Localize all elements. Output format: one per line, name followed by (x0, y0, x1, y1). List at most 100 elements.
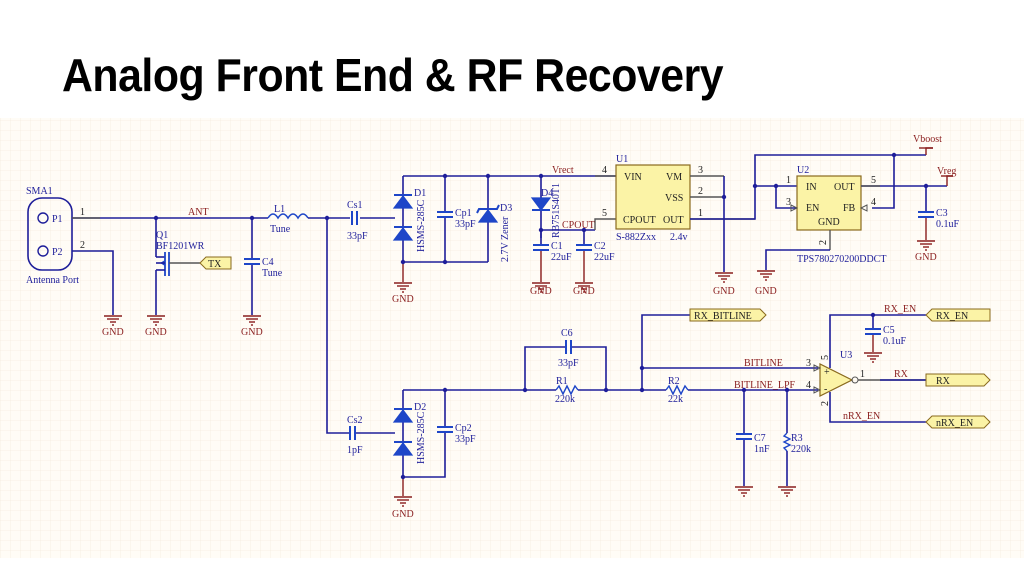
u1-value: 2.4v (670, 232, 688, 243)
c7-value: 1nF (754, 444, 770, 455)
rx-bitline-port[interactable]: RX_BITLINE (689, 308, 767, 322)
c4-ref: C4 (262, 257, 274, 268)
c1-value: 22uF (551, 252, 572, 263)
gnd-label: GND (102, 327, 124, 338)
nrx-en-port[interactable]: nRX_EN (925, 415, 991, 429)
u1-pin-vm: VM (666, 172, 682, 183)
r1-ref: R1 (556, 376, 568, 387)
c5-ref: C5 (883, 325, 895, 336)
u3-comparator: + - 3 4 1 U3 5 2 (806, 314, 926, 423)
r1-value: 220k (555, 394, 575, 405)
d4-ref: D4 (541, 188, 553, 199)
u2-pin4-num: 4 (871, 197, 876, 208)
u2-pin-in: IN (806, 182, 817, 193)
cs2-capacitor: Cs2 1pF (326, 218, 395, 456)
cp2-value: 33pF (455, 434, 476, 445)
gnd-label: GND (392, 294, 414, 305)
gnd-label: GND (573, 286, 595, 297)
u3-pin3-num: 3 (806, 358, 811, 369)
q1-transistor: GND Q1 BF1201WR (145, 218, 205, 338)
tx-port-label: TX (208, 259, 222, 270)
sma1-ref: SMA1 (26, 186, 53, 197)
sma1-caption: Antenna Port (26, 275, 79, 286)
cpout-net-label: CPOUT (562, 220, 595, 231)
q1-ref: Q1 (156, 230, 168, 241)
d2-ref: D2 (414, 402, 426, 413)
u1-pin2-num: 2 (698, 186, 703, 197)
u1-pin3-num: 3 (698, 165, 703, 176)
sma1-p2: P2 (52, 247, 63, 258)
cp2-capacitor: Cp2 33pF (400, 387, 642, 480)
l1-ref: L1 (274, 204, 285, 215)
cp1-capacitor: Cp1 33pF (437, 176, 476, 262)
u1-pin-vss: VSS (665, 193, 683, 204)
c6-value: 33pF (558, 358, 579, 369)
u3-pin1-num: 1 (860, 369, 865, 380)
d3-ref: D3 (500, 203, 512, 214)
d1-value: HSMS-285C (416, 199, 427, 252)
u2-pin-en: EN (806, 203, 819, 214)
d2-diode: GND D2 HSMS-285C (392, 390, 427, 520)
cs2-value: 1pF (347, 445, 363, 456)
c4-value: Tune (262, 268, 283, 279)
u1-pin-cpout: CPOUT (623, 215, 656, 226)
gnd-label: GND (392, 509, 414, 520)
sma1-connector: SMA1 P1 P2 Antenna Port 1 2 (26, 186, 85, 286)
u1-pin-out: OUT (663, 215, 684, 226)
u3-plus: + (824, 367, 830, 378)
cp2-ref: Cp2 (455, 423, 472, 434)
u1-pin5-num: 5 (602, 208, 607, 219)
u3-minus: - (824, 384, 827, 395)
rx-en-net-label: RX_EN (884, 304, 916, 315)
rx-bitline-port-label: RX_BITLINE (694, 311, 752, 322)
d3-value: 2.7V Zener (500, 216, 511, 262)
c3-ref: C3 (936, 208, 948, 219)
u2-pin-gnd: GND (818, 217, 840, 228)
d1-ref: D1 (414, 188, 426, 199)
gnd-label: GND (915, 252, 937, 263)
u2-pin5-num: 5 (871, 175, 876, 186)
r2-resistor: R2 22k BITLINE_LPF (642, 376, 818, 405)
u3-pin4-num: 4 (806, 380, 811, 391)
cs1-value: 33pF (347, 231, 368, 242)
u1-chip: U1 VIN VM VSS CPOUT OUT S-882Zxx 2.4v 3 … (595, 154, 755, 297)
c5-value: 0.1uF (883, 336, 907, 347)
ant-net-label: ANT (188, 207, 209, 218)
u1-pin1-num: 1 (698, 208, 703, 219)
u3-pin5-num: 5 (820, 355, 831, 360)
c2-ref: C2 (594, 241, 606, 252)
tx-port[interactable]: TX (199, 256, 232, 270)
rx-port[interactable]: RX (925, 373, 991, 387)
rx-en-port-label: RX_EN (936, 311, 968, 322)
d4-diode: D4 RB751S40T1 (530, 176, 562, 238)
c7-ref: C7 (754, 433, 766, 444)
u3-pin2-num: 2 (820, 401, 831, 406)
c6-ref: C6 (561, 328, 573, 339)
c3-value: 0.1uF (936, 219, 960, 230)
c1-capacitor: GND C1 22uF (530, 230, 572, 297)
u2-part: TPS780270200DDCT (797, 254, 886, 265)
rx-bitline-net: BITLINE (639, 314, 818, 393)
c4-capacitor: GND C4 Tune (241, 218, 283, 338)
c2-value: 22uF (594, 252, 615, 263)
d2-value: HSMS-285C (416, 411, 427, 464)
r1-resistor: R1 220k (555, 376, 579, 405)
vrect-net-label: Vrect (552, 165, 574, 176)
r3-ref: R3 (791, 433, 803, 444)
vboost-net: Vboost (690, 134, 942, 220)
c7-capacitor: C7 1nF (734, 390, 770, 497)
nrx-en-net-label: nRX_EN (843, 411, 880, 422)
rx-port-label: RX (936, 376, 951, 387)
u2-pin1-num: 1 (786, 175, 791, 186)
cs2-ref: Cs2 (347, 415, 363, 426)
d1-diode: GND D1 HSMS-285C (392, 176, 427, 305)
u1-ref: U1 (616, 154, 628, 165)
r3-value: 220k (791, 444, 811, 455)
rx-en-port[interactable]: RX_EN (925, 308, 991, 322)
r3-resistor: R3 220k (777, 390, 811, 497)
u1-pin4-num: 4 (602, 165, 607, 176)
slide-title: Analog Front End & RF Recovery (62, 49, 724, 101)
sma1-pin2-num: 2 (80, 240, 85, 251)
rx-net-label: RX (894, 369, 909, 380)
